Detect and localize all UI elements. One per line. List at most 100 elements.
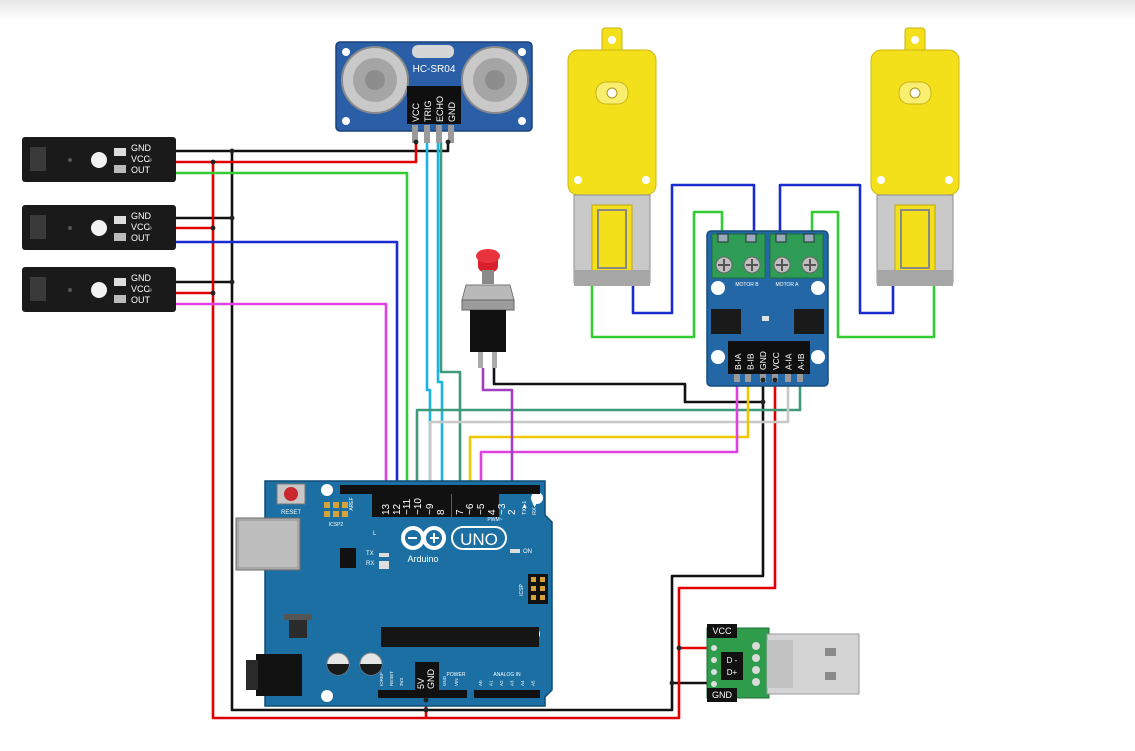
- analog-header-label: ANALOG IN: [493, 672, 521, 678]
- wire-ir2-out: [176, 240, 399, 492]
- led-label: ON: [523, 549, 532, 555]
- power-pin-label: IOREF: [379, 672, 384, 686]
- uno-logo-text: UNO: [460, 530, 498, 549]
- digital-pin-label: 2: [507, 509, 518, 515]
- motor-b-label: MOTOR B: [735, 282, 759, 288]
- ultrasonic-pin-label: ECHO: [435, 96, 445, 122]
- driver-chip-right: [794, 309, 824, 334]
- led-label: TX: [366, 551, 374, 557]
- driver-pin-label: B-IB: [746, 353, 756, 370]
- usb-power-module: VCC GND D - D+: [706, 624, 860, 702]
- wire-vcc-bus: [176, 142, 418, 164]
- pwm-label: PWM~: [487, 517, 502, 523]
- arduino-logo: UNO Arduino: [401, 526, 507, 564]
- ir-pin-label: GND: [131, 143, 152, 153]
- wire-junctions: [210, 139, 778, 713]
- icsp2-label: ICSP2: [329, 522, 344, 528]
- dc-jack: [256, 654, 302, 696]
- ultrasonic-pin-label: GND: [447, 102, 457, 123]
- push-button: [461, 249, 515, 368]
- digital-pin-label: ~3: [497, 503, 508, 515]
- ir-pin-label: OUT: [131, 295, 151, 305]
- ir-pin-label: VCC: [131, 222, 151, 232]
- wire-button-sig: [481, 368, 514, 492]
- digital-pin-label: ~6: [465, 503, 476, 515]
- wire-gnd-bus: [176, 142, 450, 153]
- analog-pin-label: A3: [510, 680, 515, 686]
- wire-ir1-out: [176, 171, 409, 492]
- analog-pin-label: A2: [499, 680, 504, 686]
- ultrasonic-model-label: HC-SR04: [413, 64, 456, 75]
- digital-pin-label: 7: [455, 509, 466, 515]
- wire-motor-right-2: [810, 210, 936, 339]
- wire-motor-left-2: [631, 183, 756, 315]
- top-gradient-bar: [0, 0, 1135, 20]
- motor-a-label: MOTOR A: [776, 282, 800, 288]
- power-pin-label: RESET: [389, 671, 394, 686]
- gear-motors: [567, 27, 960, 286]
- arduino-brand-text: Arduino: [407, 554, 438, 564]
- usb-vcc-label: VCC: [712, 626, 732, 636]
- gear-motor: [870, 27, 960, 286]
- digital-pin-label: 4: [487, 509, 498, 515]
- driver-pin-label: B-IA: [733, 353, 743, 370]
- reset-label: RESET: [281, 510, 301, 516]
- digital-pin-label: ~10: [413, 498, 424, 515]
- usb-gnd-label: GND: [712, 690, 733, 700]
- digital-pin-label: ~11: [402, 498, 413, 515]
- wire-driver-aia: [428, 380, 790, 492]
- ir-pin-label: GND: [131, 211, 152, 221]
- ir-pin-label: OUT: [131, 165, 151, 175]
- wire-gnd-trunk: [230, 151, 708, 712]
- led-label: L: [373, 531, 377, 537]
- ultrasonic-pin-label: TRIG: [423, 101, 433, 123]
- ir-pin-label: VCC: [131, 284, 151, 294]
- analog-pin-label: A0: [478, 680, 483, 686]
- led-label: RX: [366, 561, 374, 567]
- ultrasonic-pin-label: VCC: [411, 102, 421, 122]
- power-pin-label: VIN: [454, 678, 459, 686]
- digital-pin-label: ~5: [476, 503, 487, 515]
- ir-pin-label: GND: [131, 273, 152, 283]
- digital-pin-label: TX▶1: [522, 501, 528, 515]
- power-pin-label: 3V3: [399, 677, 404, 686]
- wire-echo-teal: [439, 142, 462, 492]
- wire-driver-aib: [415, 380, 802, 492]
- wire-ir3-out: [176, 302, 388, 492]
- ir-pin-label: VCC: [131, 154, 151, 164]
- power-pin-label: GND: [442, 675, 447, 686]
- power-header-label: POWER: [447, 672, 466, 678]
- digital-pin-label: 12: [392, 503, 403, 515]
- power-pin-label: GND: [426, 669, 436, 690]
- wire-vcc-trunk: [211, 162, 777, 720]
- digital-pin-label: 8: [436, 509, 447, 515]
- usb-dplus-label: D+: [727, 668, 738, 677]
- digital-pin-label: 13: [381, 503, 392, 515]
- wire-driver-bib: [468, 380, 750, 492]
- digital-pin-label: ~9: [425, 503, 436, 515]
- usb-dminus-label: D -: [727, 656, 738, 665]
- wires: [176, 142, 936, 720]
- wire-echo: [436, 142, 444, 492]
- wire-button-gnd: [492, 368, 763, 404]
- analog-pin-label: A1: [489, 680, 494, 686]
- atmega-chip: [381, 627, 539, 647]
- aref-label: AREF: [349, 497, 355, 510]
- driver-pin-label: A-IA: [783, 353, 793, 370]
- digital-header: [340, 485, 540, 494]
- icsp-label: ICSP: [519, 584, 525, 596]
- analog-pin-label: A4: [520, 680, 525, 686]
- analog-pin-label: A5: [531, 680, 536, 686]
- driver-pin-label: A-IB: [796, 353, 806, 370]
- ir-pin-label: OUT: [131, 233, 151, 243]
- gear-motor: [567, 27, 657, 286]
- driver-pin-label: VCC: [771, 352, 781, 370]
